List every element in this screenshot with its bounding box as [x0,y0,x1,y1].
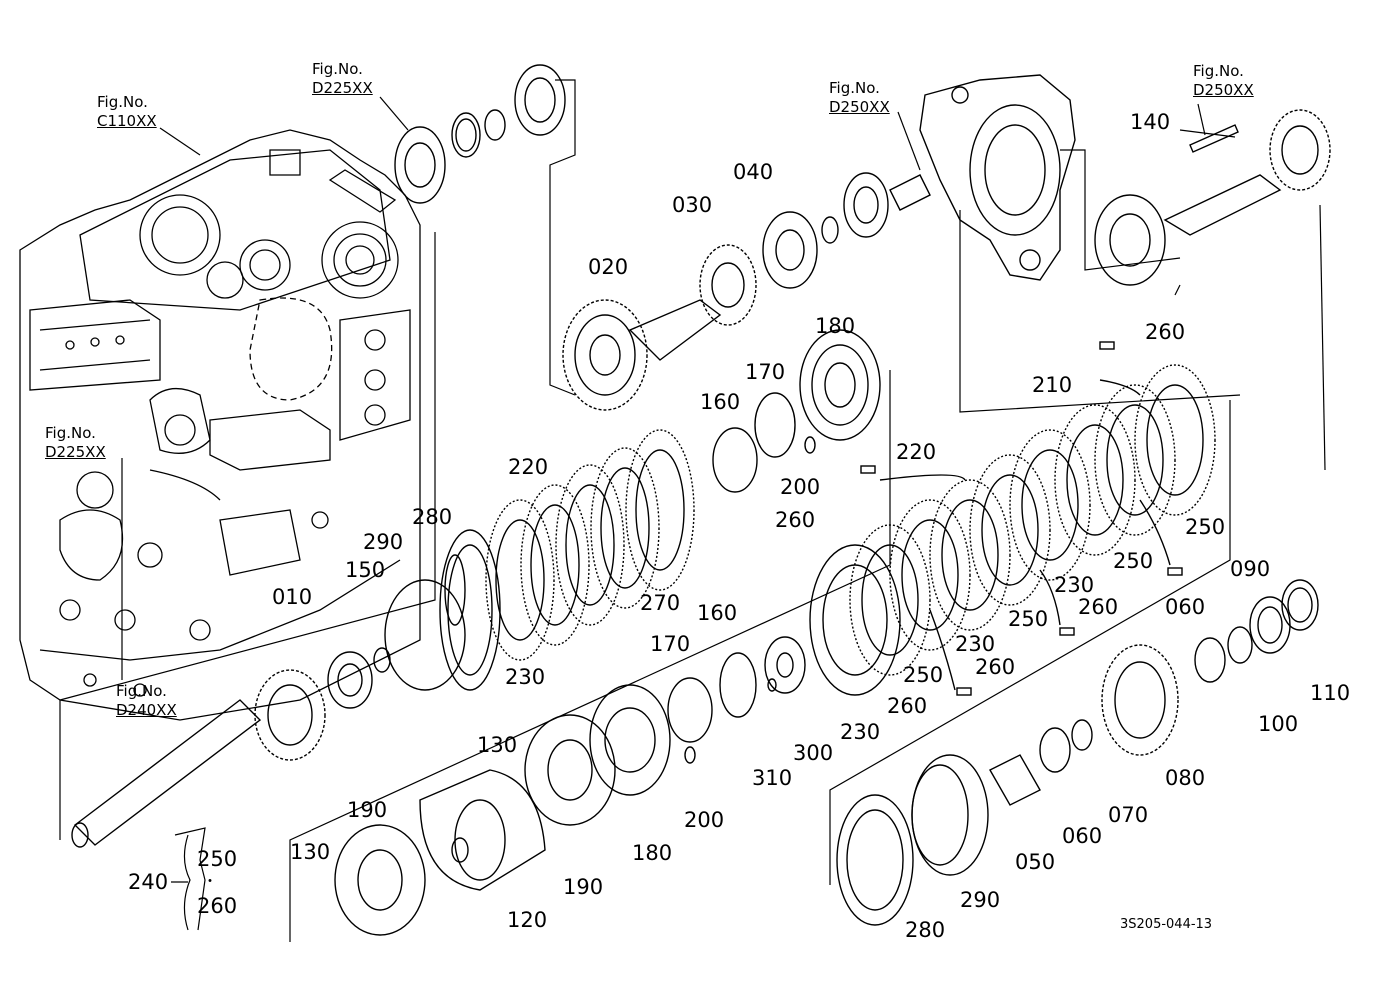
upper-shaft-group [394,64,931,411]
callout-280-upper[interactable]: 280 [412,505,453,529]
fig-ref-code[interactable]: D250XX [1193,81,1254,99]
callout-260-low-a[interactable]: 260 [975,655,1016,679]
callout-250-c[interactable]: 250 [1008,607,1049,631]
callout-310[interactable]: 310 [752,766,793,790]
callout-150[interactable]: 150 [345,558,386,582]
callout-260-right[interactable]: 260 [1078,595,1119,619]
callout-160-upper[interactable]: 160 [700,390,741,414]
callout-230-low[interactable]: 230 [840,720,881,744]
fig-ref-d225-left: Fig.No. D225XX [45,424,106,462]
callout-180-upper[interactable]: 180 [815,314,856,338]
callout-050[interactable]: 050 [1015,850,1056,874]
fig-ref-head: Fig.No. [116,682,167,700]
callout-220-right[interactable]: 220 [896,440,937,464]
callout-100[interactable]: 100 [1258,712,1299,736]
callout-190-b[interactable]: 190 [563,875,604,899]
fig-ref-d250-mid: Fig.No. D250XX [829,79,890,117]
fig-ref-code[interactable]: D225XX [312,79,373,97]
kit-child-top[interactable]: 250 [197,847,238,871]
callout-280-lower[interactable]: 280 [905,918,946,942]
callout-140[interactable]: 140 [1130,110,1171,134]
callout-300[interactable]: 300 [793,741,834,765]
document-id: 3S205-044-13 [1120,917,1213,932]
callout-200-upper[interactable]: 200 [780,475,821,499]
callout-250-a[interactable]: 250 [1185,515,1226,539]
upper-clutch-pack [439,329,881,691]
callout-190-a[interactable]: 190 [347,798,388,822]
callout-010[interactable]: 010 [272,585,313,609]
callout-030[interactable]: 030 [672,193,713,217]
kit-parent-number[interactable]: 240 [128,870,169,894]
callout-210[interactable]: 210 [1032,373,1073,397]
lower-clutch-pack [809,341,1216,696]
leader-lines [59,79,1326,942]
callout-170-upper[interactable]: 170 [745,360,786,384]
transmission-case [19,129,421,721]
kit-dot: ・ [203,874,217,890]
callout-040[interactable]: 040 [733,160,774,184]
fig-ref-d240: Fig.No. D240XX [116,682,177,720]
right-shaft [1094,109,1331,286]
callout-070[interactable]: 070 [1108,803,1149,827]
callout-060-upper[interactable]: 060 [1165,595,1206,619]
callout-060-lower[interactable]: 060 [1062,824,1103,848]
fig-ref-d250-right: Fig.No. D250XX [1193,62,1254,100]
callout-160-lower[interactable]: 160 [697,601,738,625]
callout-120[interactable]: 120 [507,908,548,932]
fig-ref-head: Fig.No. [312,60,363,78]
callout-200-lower[interactable]: 200 [684,808,725,832]
callout-290-lower[interactable]: 290 [960,888,1001,912]
callout-170-lower[interactable]: 170 [650,632,691,656]
callout-220-left[interactable]: 220 [508,455,549,479]
fig-ref-head: Fig.No. [829,79,880,97]
kit-child-bottom[interactable]: 260 [197,894,238,918]
fig-ref-head: Fig.No. [45,424,96,442]
callout-130-a[interactable]: 130 [477,733,518,757]
fig-ref-code[interactable]: D250XX [829,98,890,116]
callout-110[interactable]: 110 [1310,681,1351,705]
callout-180-lower[interactable]: 180 [632,841,673,865]
callout-270[interactable]: 270 [640,591,681,615]
fig-ref-c110: Fig.No. C110XX [97,93,157,131]
fig-ref-head: Fig.No. [1193,62,1244,80]
callout-250-b[interactable]: 250 [1113,549,1154,573]
fig-ref-d225-top: Fig.No. D225XX [312,60,373,98]
fig-ref-code[interactable]: C110XX [97,112,157,130]
callout-230-c[interactable]: 230 [955,632,996,656]
callout-130-b[interactable]: 130 [290,840,331,864]
housing-cover [919,74,1076,281]
fig-ref-head: Fig.No. [97,93,148,111]
callout-020[interactable]: 020 [588,255,629,279]
callout-090[interactable]: 090 [1230,557,1271,581]
callout-230-mid[interactable]: 230 [1054,573,1095,597]
fig-ref-code[interactable]: D225XX [45,443,106,461]
callout-290-upper[interactable]: 290 [363,530,404,554]
callout-260-mid[interactable]: 260 [775,508,816,532]
lower-shaft-group [71,579,1319,936]
callout-260-top[interactable]: 260 [1145,320,1186,344]
callout-080[interactable]: 080 [1165,766,1206,790]
fig-ref-code[interactable]: D240XX [116,701,177,719]
callout-250-d[interactable]: 250 [903,663,944,687]
callout-260-low-b[interactable]: 260 [887,694,928,718]
callout-230-upper[interactable]: 230 [505,665,546,689]
